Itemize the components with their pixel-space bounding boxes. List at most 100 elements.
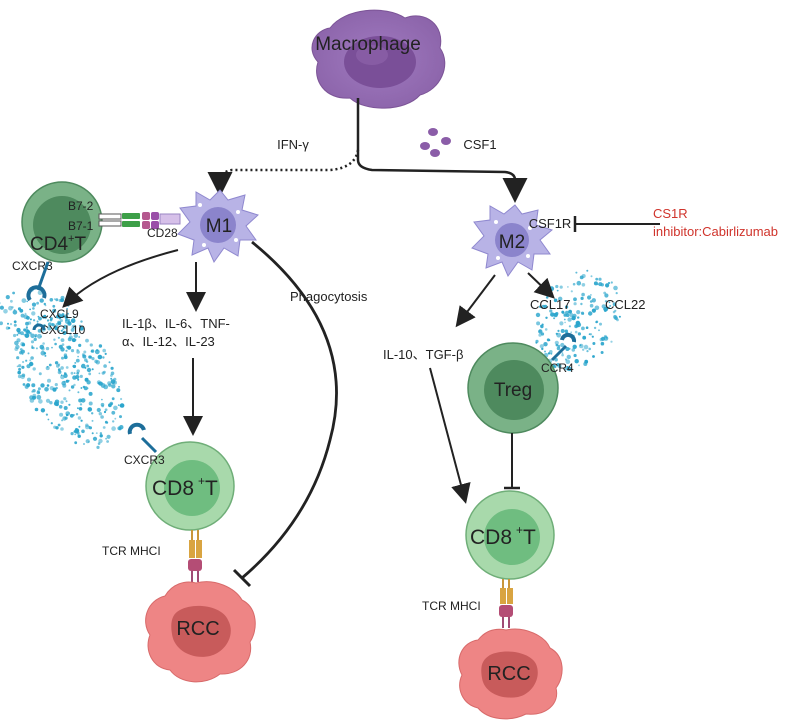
chemokine-dot [81, 363, 86, 369]
chemokine-dot [78, 407, 83, 411]
chemokine-dot [609, 304, 612, 307]
chemokine-dot [31, 383, 36, 388]
chemokine-dot [604, 293, 609, 298]
chemokine-dot [541, 307, 544, 309]
chemokine-dot [44, 387, 49, 392]
chemokine-dot [79, 326, 84, 331]
cd4-t-cell [21, 181, 103, 263]
chemokine-dot [73, 316, 76, 319]
chemokine-dot [77, 355, 79, 358]
chemokine-dot [80, 387, 83, 389]
chemokine-dot [32, 393, 37, 398]
chemokine-dot [60, 338, 65, 342]
chemokine-dot [73, 383, 76, 387]
chemokine-dot [23, 314, 29, 320]
chemokine-dot [572, 313, 577, 318]
chemokine-dot [38, 391, 41, 394]
chemokine-dot [559, 321, 564, 326]
chemokine-dot [47, 322, 52, 327]
chemokine-dot [86, 387, 89, 390]
chemokine-dot [26, 383, 31, 388]
chemokine-dot [596, 283, 599, 286]
csf1r-label: CSF1R [529, 216, 572, 231]
chemokine-dot [600, 336, 606, 341]
chemokine-dot [563, 313, 567, 317]
chemokine-dot [59, 319, 63, 323]
chemokine-dot [51, 346, 53, 349]
chemokine-dot [106, 440, 109, 443]
chemokine-dot [567, 286, 569, 288]
chemokine-dot [59, 412, 64, 417]
chemokine-dot [55, 402, 59, 407]
chemokine-dot [33, 319, 36, 322]
chemokine-dot [101, 398, 103, 401]
rcc-right-label: RCC [487, 663, 530, 685]
chemokine-dot [575, 271, 578, 274]
chemokine-dot [45, 398, 51, 403]
chemokine-dot [113, 405, 118, 411]
chemokine-dot [106, 421, 109, 424]
chemokine-dot [73, 372, 76, 374]
chemokine-dot [49, 298, 54, 302]
chemokine-dot [84, 377, 89, 382]
chemokine-dot [83, 386, 88, 391]
chemokine-dot [610, 281, 613, 284]
chemokine-dot [581, 326, 585, 331]
m2-to-il10-arrow [455, 274, 496, 328]
chemokine-dot [88, 426, 92, 430]
chemokine-dot [590, 294, 592, 296]
chemokine-dot [91, 432, 94, 435]
chemokine-dot [560, 329, 565, 333]
chemokine-dot [75, 374, 80, 380]
chemokine-dot [60, 374, 63, 377]
chemokine-dot [556, 362, 560, 367]
chemokine-dot [560, 342, 565, 348]
chemokine-dot [586, 350, 589, 353]
chemokine-dot [60, 329, 63, 332]
chemokine-dot [44, 354, 47, 357]
phagocytosis-label: Phagocytosis [290, 289, 368, 304]
chemokine-dot [57, 423, 61, 427]
chemokine-dot [36, 320, 39, 323]
chemokine-dot [105, 437, 107, 440]
chemokine-dot [539, 344, 544, 349]
chemokine-dot [55, 386, 58, 390]
chemokine-dot [37, 329, 42, 333]
chemokine-dot [542, 304, 545, 308]
chemokine-dot [70, 385, 75, 389]
chemokine-dot [119, 403, 125, 408]
chemokine-dot [94, 359, 98, 364]
chemokine-dot [573, 302, 577, 306]
chemokine-dot [68, 403, 71, 406]
chemokine-dot [554, 340, 559, 345]
chemokine-dot [53, 338, 56, 341]
chemokine-dot [91, 368, 94, 371]
chemokine-dot [573, 297, 577, 302]
chemokine-dot [62, 324, 68, 330]
chemokine-dot [88, 355, 92, 359]
chemokine-dot [110, 402, 113, 405]
chemokine-dot [77, 378, 80, 381]
chemokine-dot [54, 342, 57, 346]
chemokine-dot [74, 361, 77, 364]
chemokine-dot [558, 296, 563, 301]
chemokine-dot [546, 338, 550, 342]
chemokine-dot [20, 331, 24, 336]
chemokine-dot [35, 347, 38, 350]
chemokine-dot [62, 330, 67, 335]
chemokine-dot [565, 347, 570, 351]
rcc-cell-right [458, 628, 563, 720]
treg-label: Treg [494, 380, 532, 401]
chemokine-dot [588, 311, 593, 316]
chemokine-dot [31, 390, 34, 393]
chemokine-dot [607, 281, 611, 285]
chemokine-dot [23, 333, 25, 336]
chemokine-dot [63, 406, 68, 410]
chemokine-dot [12, 310, 18, 315]
chemokine-dot [33, 337, 37, 342]
chemokine-dot [581, 283, 586, 287]
chemokine-dot [555, 332, 558, 335]
chemokine-dot [94, 349, 100, 355]
chemokine-dot [38, 372, 42, 376]
chemokine-dot [21, 298, 27, 303]
